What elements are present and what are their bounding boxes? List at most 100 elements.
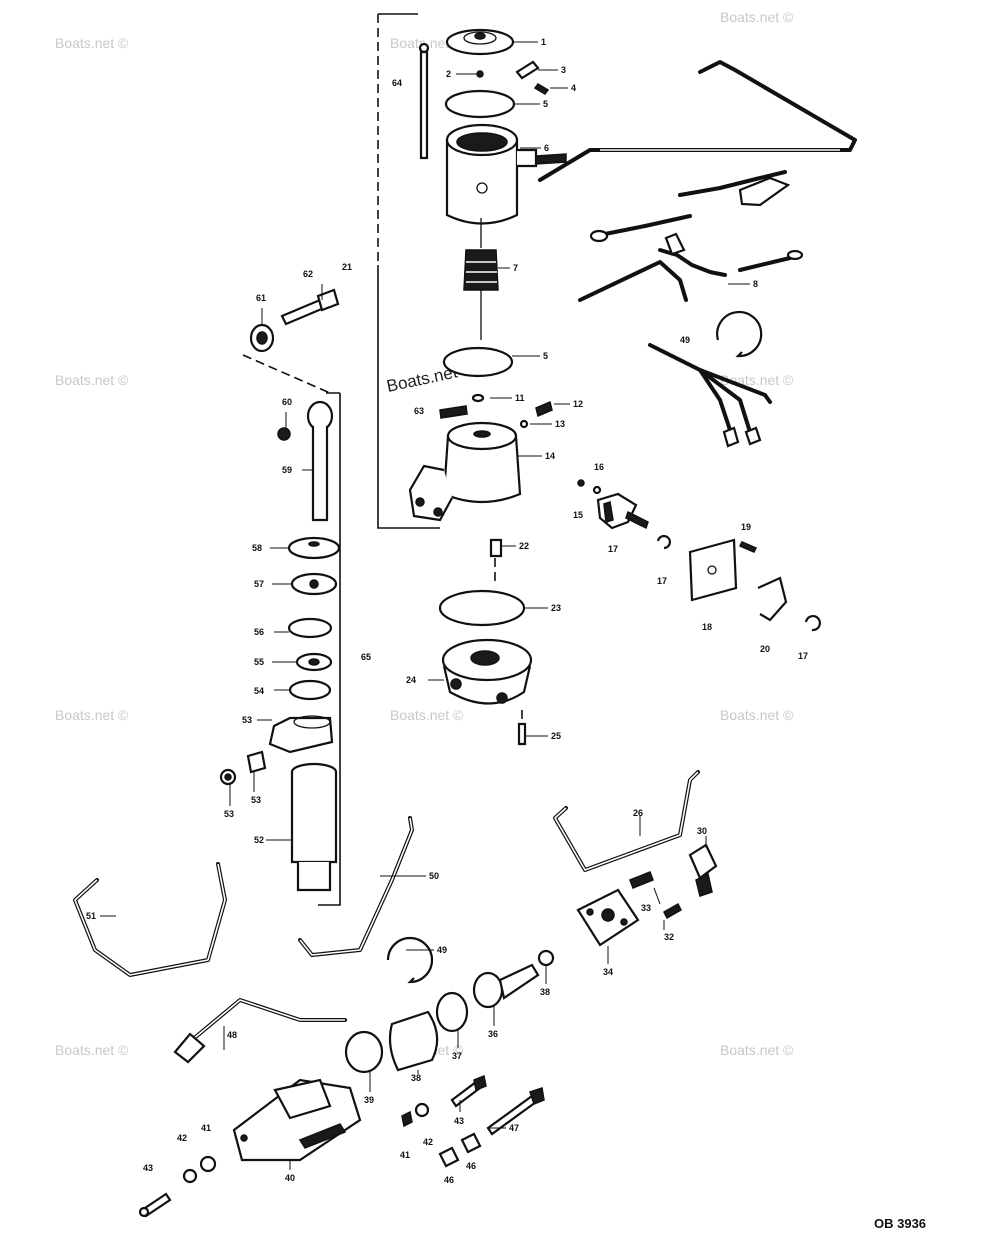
callout-53: 53 [251, 795, 261, 805]
callout-3: 3 [561, 65, 566, 75]
o-ring-part [438, 589, 526, 627]
callout-12: 12 [573, 399, 583, 409]
callout-5: 5 [543, 99, 548, 109]
valve-spool-part [472, 963, 540, 1009]
retaining-ring-part [804, 615, 821, 632]
dashed-assembly-line [242, 354, 331, 394]
callout-53: 53 [242, 715, 252, 725]
watermark: Boats.net © [720, 9, 794, 25]
watermark: Boats.net © [55, 372, 129, 388]
bracket-21 [377, 265, 440, 529]
callout-23: 23 [551, 603, 561, 613]
callout-21: 21 [342, 262, 352, 272]
hydraulic-line-part [298, 816, 414, 957]
piston-cap-part [287, 536, 341, 560]
nut-part [460, 1132, 482, 1154]
cover-plate-part [576, 888, 640, 947]
screw-part [738, 541, 758, 553]
callout-20: 20 [760, 644, 770, 654]
washer-part [199, 1155, 217, 1173]
o-ring-part [435, 991, 469, 1033]
callout-13: 13 [555, 419, 565, 429]
bushing-part [249, 323, 275, 353]
seal-part [537, 949, 555, 967]
lockwasher-part [519, 419, 529, 429]
bolt-part [486, 1087, 545, 1136]
washer-part [414, 1102, 430, 1118]
callout-60: 60 [282, 397, 292, 407]
callout-52: 52 [254, 835, 264, 845]
figure-code: OB 3936 [874, 1216, 926, 1231]
screw-part [535, 400, 553, 418]
hydraulic-line-part [553, 770, 700, 872]
callout-47: 47 [509, 1123, 519, 1133]
retaining-ring-part [716, 310, 763, 358]
motor-frame-part [445, 123, 567, 225]
bolt-part [418, 42, 430, 160]
screw-part [663, 902, 682, 920]
callout-50: 50 [429, 871, 439, 881]
nut-part [438, 1146, 460, 1168]
o-ring-part [288, 679, 332, 701]
watermark: Boats.net © [55, 707, 129, 723]
callout-65: 65 [361, 652, 371, 662]
callout-labels: 1 2 3 4 5 6 7 8 5 11 12 13 14 15 16 17 1… [86, 37, 808, 1185]
callout-17: 17 [657, 576, 667, 586]
bolt-part [280, 288, 340, 326]
piston-part [290, 572, 338, 596]
watermark: Boats.net © [390, 35, 464, 51]
pump-body-part [232, 1078, 362, 1162]
leader-lines [100, 41, 750, 1170]
bracket-65 [318, 392, 341, 906]
mounting-plate-part [688, 538, 738, 602]
callout-24: 24 [406, 675, 416, 685]
armature-part [463, 218, 499, 340]
callout-7: 7 [513, 263, 518, 273]
o-ring-part [444, 89, 516, 119]
screw-part [439, 405, 468, 419]
plate-part [246, 750, 267, 774]
hydraulic-line-part [73, 862, 227, 977]
callout-16: 16 [594, 462, 604, 472]
spring-part [401, 1110, 413, 1128]
brush-spring-part [515, 60, 540, 80]
nut-part [277, 427, 291, 441]
watermark: Boats.net © [390, 707, 464, 723]
callout-49: 49 [680, 335, 690, 345]
watermark: Boats.net © [55, 35, 129, 51]
clip-part [757, 576, 788, 622]
cylinder-part [290, 762, 338, 892]
watermark: Boats.net © [55, 1042, 129, 1058]
watermark: Boats.net © [720, 1042, 794, 1058]
callout-6: 6 [544, 143, 549, 153]
callout-17: 17 [798, 651, 808, 661]
screw-part [577, 479, 585, 487]
callout-8: 8 [753, 279, 758, 289]
callout-40: 40 [285, 1173, 295, 1183]
callout-36: 36 [488, 1029, 498, 1039]
callout-46: 46 [466, 1161, 476, 1171]
callout-53: 53 [224, 809, 234, 819]
callout-48: 48 [227, 1030, 237, 1040]
hydraulic-line-part [173, 998, 347, 1064]
reservoir-part [388, 1010, 439, 1072]
bolt-part [138, 1192, 172, 1218]
callout-43: 43 [454, 1116, 464, 1126]
callout-55: 55 [254, 657, 264, 667]
callout-42: 42 [177, 1133, 187, 1143]
o-ring-part [442, 346, 514, 378]
watermark: Boats.net © [720, 707, 794, 723]
callout-38: 38 [540, 987, 550, 997]
callout-30: 30 [697, 826, 707, 836]
callout-42: 42 [423, 1137, 433, 1147]
pump-base-part [441, 638, 533, 705]
callout-11: 11 [515, 393, 525, 403]
callout-63: 63 [414, 406, 424, 416]
callout-33: 33 [641, 903, 651, 913]
callout-34: 34 [603, 967, 613, 977]
end-housing-part [408, 421, 522, 522]
callout-22: 22 [519, 541, 529, 551]
callout-38: 38 [411, 1073, 421, 1083]
